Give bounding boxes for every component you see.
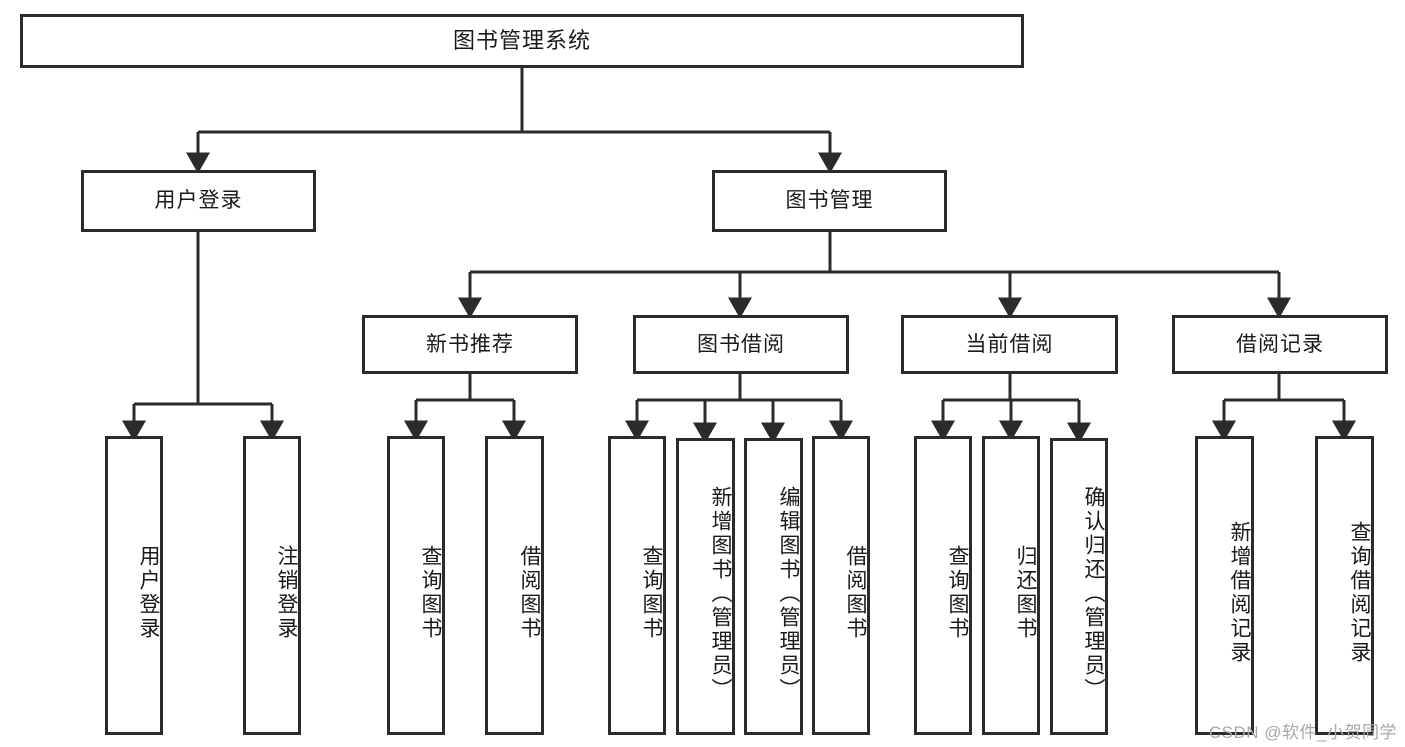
leaf-user-logout[interactable]: 注销登录 bbox=[243, 436, 301, 735]
node-label: 查询图书 bbox=[946, 544, 969, 641]
node-label: 借阅图书 bbox=[518, 544, 541, 641]
leaf-add-book-admin[interactable]: 新增图书（管理员） bbox=[676, 438, 735, 735]
node-label: 新书推荐 bbox=[426, 332, 514, 356]
node-current-borrow[interactable]: 当前借阅 bbox=[901, 315, 1118, 374]
node-label: 图书借阅 bbox=[697, 332, 785, 356]
node-label: 新增图书（管理员） bbox=[709, 485, 732, 702]
leaf-add-borrow-record[interactable]: 新增借阅记录 bbox=[1195, 436, 1254, 735]
leaf-query-book-borrow[interactable]: 查询图书 bbox=[608, 436, 666, 735]
node-label: 编辑图书（管理员） bbox=[777, 485, 800, 702]
node-borrow-records[interactable]: 借阅记录 bbox=[1172, 315, 1388, 374]
node-label: 归还图书 bbox=[1014, 544, 1037, 641]
node-label: 新增借阅记录 bbox=[1228, 520, 1251, 665]
leaf-borrow-book-recommend[interactable]: 借阅图书 bbox=[485, 436, 544, 735]
node-label: 注销登录 bbox=[275, 544, 298, 641]
leaf-confirm-return-admin[interactable]: 确认归还（管理员） bbox=[1050, 438, 1108, 735]
node-label: 查询图书 bbox=[419, 544, 442, 641]
node-new-book-recommend[interactable]: 新书推荐 bbox=[362, 315, 578, 374]
node-root-system[interactable]: 图书管理系统 bbox=[20, 14, 1024, 68]
leaf-user-login[interactable]: 用户登录 bbox=[105, 436, 163, 735]
node-label: 确认归还（管理员） bbox=[1082, 485, 1105, 702]
node-label: 用户登录 bbox=[137, 544, 160, 641]
node-label: 查询借阅记录 bbox=[1348, 520, 1371, 665]
node-label: 图书管理系统 bbox=[452, 27, 591, 53]
leaf-query-book-recommend[interactable]: 查询图书 bbox=[387, 436, 445, 735]
node-book-management[interactable]: 图书管理 bbox=[712, 170, 947, 232]
watermark-text: CSDN @软件_小贺同学 bbox=[1208, 723, 1397, 742]
node-user-login[interactable]: 用户登录 bbox=[81, 170, 316, 232]
node-book-borrow[interactable]: 图书借阅 bbox=[633, 315, 849, 374]
leaf-query-book-current[interactable]: 查询图书 bbox=[914, 436, 972, 735]
leaf-edit-book-admin[interactable]: 编辑图书（管理员） bbox=[744, 438, 803, 735]
node-label: 用户登录 bbox=[154, 189, 243, 213]
node-label: 当前借阅 bbox=[965, 332, 1054, 356]
node-label: 图书管理 bbox=[785, 189, 874, 213]
leaf-borrow-book[interactable]: 借阅图书 bbox=[812, 436, 870, 735]
leaf-return-book[interactable]: 归还图书 bbox=[982, 436, 1040, 735]
node-label: 查询图书 bbox=[640, 544, 663, 641]
node-label: 借阅记录 bbox=[1236, 332, 1324, 356]
leaf-query-borrow-record[interactable]: 查询借阅记录 bbox=[1315, 436, 1374, 735]
node-label: 借阅图书 bbox=[844, 544, 867, 641]
